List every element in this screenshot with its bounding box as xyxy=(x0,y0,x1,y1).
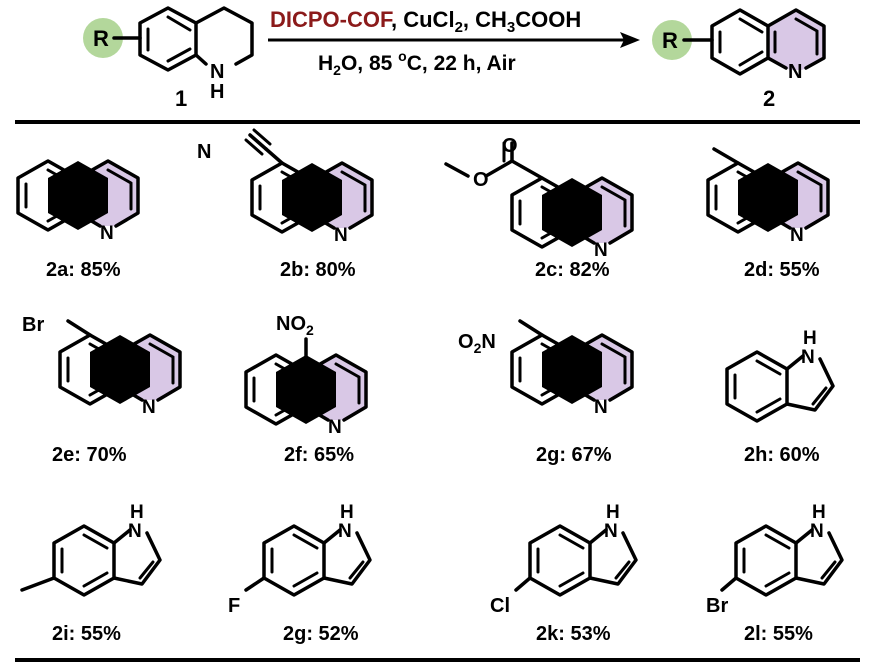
label-2a: 2a: 85% xyxy=(46,259,121,281)
atom-2c-o2: O xyxy=(473,169,489,191)
label-2d: 2d: 55% xyxy=(744,259,820,281)
label-2b: 2b: 80% xyxy=(280,259,356,281)
start-label: 1 xyxy=(175,86,187,111)
svg-text:N: N xyxy=(790,225,804,246)
product-general: R N 2 xyxy=(652,8,826,111)
atom-2h-n: N xyxy=(801,347,815,368)
molecule-2k xyxy=(514,524,638,597)
molecule-2e: N xyxy=(58,319,182,418)
label-2c: 2c: 82% xyxy=(535,259,610,281)
reagents-text: DICPO-COF, CuCl2, CH3COOH xyxy=(270,7,581,36)
r-group-circle-product xyxy=(652,20,692,60)
svg-text:N: N xyxy=(334,225,348,246)
reaction-arrow: DICPO-COF, CuCl2, CH3COOH H2O, 85 oC, 22… xyxy=(268,7,640,78)
conditions-text: H2O, 85 oC, 22 h, Air xyxy=(318,48,516,78)
svg-text:N: N xyxy=(594,240,608,261)
molecule-2c: N xyxy=(444,141,634,261)
label-2e: 2e: 70% xyxy=(52,444,127,466)
atom-2l-n: N xyxy=(810,521,824,542)
label-2g: 2g: 67% xyxy=(536,444,612,466)
r-group-label: R xyxy=(93,26,109,51)
atom-2k-n: N xyxy=(604,521,618,542)
atom-2i-n: N xyxy=(128,521,142,542)
atom-2h-h: H xyxy=(803,328,817,349)
molecule-2d: N xyxy=(706,147,830,246)
molecule-2a: N xyxy=(16,159,140,244)
atom-2f-no2: NO2 xyxy=(276,313,314,338)
label-2g2: 2g: 52% xyxy=(283,623,359,645)
product-n: N xyxy=(788,61,802,83)
label-2f: 2f: 65% xyxy=(284,444,354,466)
atom-2i-h: H xyxy=(130,502,144,523)
svg-text:N: N xyxy=(100,223,114,244)
r-group-circle xyxy=(83,18,123,58)
molecule-2g: N xyxy=(510,319,634,418)
molecule-2f: N xyxy=(244,337,368,438)
label-2l: 2l: 55% xyxy=(744,623,813,645)
nh-n: N xyxy=(210,61,224,83)
atom-2g2-h: H xyxy=(340,502,354,523)
molecule-2i xyxy=(20,524,162,597)
atom-2e-br: Br xyxy=(22,314,44,336)
molecule-2l xyxy=(720,524,844,597)
svg-text:N: N xyxy=(142,397,156,418)
label-2h: 2h: 60% xyxy=(744,444,820,466)
nh-h: H xyxy=(210,81,224,103)
r-group-label-product: R xyxy=(662,28,678,53)
atom-2c-o1: O xyxy=(502,135,518,157)
molecule-2g-indole xyxy=(244,524,372,597)
label-2i: 2i: 55% xyxy=(52,623,121,645)
molecule-2h xyxy=(725,350,835,423)
atom-2g2-n: N xyxy=(338,521,352,542)
atom-2l-h: H xyxy=(812,502,826,523)
atom-2g2-f: F xyxy=(228,595,240,617)
atom-2k-cl: Cl xyxy=(490,595,510,617)
atom-2g-o2n: O2N xyxy=(458,331,496,356)
starting-material: R N H 1 xyxy=(83,6,254,111)
svg-text:N: N xyxy=(328,417,342,438)
atom-2b-n: N xyxy=(197,141,211,163)
atom-2l-br: Br xyxy=(706,595,728,617)
atom-2k-h: H xyxy=(606,502,620,523)
label-2k: 2k: 53% xyxy=(536,623,611,645)
molecule-2b: N xyxy=(244,128,374,246)
svg-text:N: N xyxy=(594,397,608,418)
product-label: 2 xyxy=(763,86,775,111)
